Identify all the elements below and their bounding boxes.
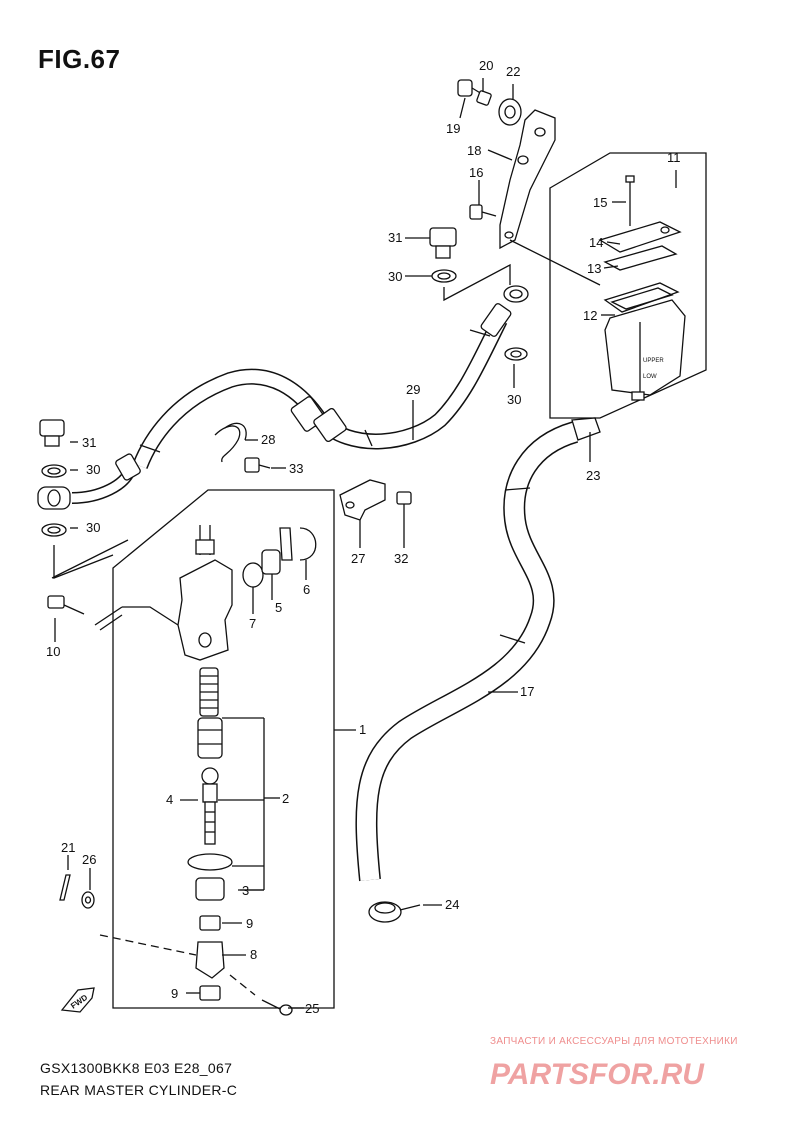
- master-cylinder-body: [177, 559, 233, 661]
- callout-30-mid: 30: [507, 392, 521, 407]
- reservoir-bracket: [499, 109, 556, 250]
- callout-30-left-b: 30: [86, 520, 100, 535]
- callout-30-upper: 30: [388, 269, 402, 284]
- callout-11: 11: [667, 150, 681, 165]
- callout-24: 24: [445, 897, 459, 912]
- callout-30-left-a: 30: [86, 462, 100, 477]
- callout-9-upper: 9: [246, 916, 253, 931]
- callout-1: 1: [359, 722, 366, 737]
- callout-6: 6: [303, 582, 310, 597]
- reservoir-upper-mark: UPPER: [643, 358, 664, 364]
- callout-12: 12: [583, 308, 597, 323]
- callout-10: 10: [46, 644, 60, 659]
- watermark-caption: ЗАПЧАСТИ И АКСЕССУАРЫ ДЛЯ МОТОТЕХНИКИ: [490, 1036, 738, 1047]
- callout-31-left: 31: [82, 435, 96, 450]
- model-code: GSX1300BKK8 E03 E28_067: [40, 1060, 233, 1076]
- callout-9-lower: 9: [171, 986, 178, 1001]
- callout-26: 26: [82, 852, 96, 867]
- callout-8: 8: [250, 947, 257, 962]
- figure-title: FIG.67: [38, 44, 121, 74]
- fwd-arrow-icon: [60, 987, 95, 1013]
- svg-text:PARTSFOR.RU: PARTSFOR.RU: [490, 1058, 705, 1090]
- callout-2: 2: [282, 791, 289, 806]
- callout-17: 17: [520, 684, 534, 699]
- callout-29: 29: [406, 382, 420, 397]
- callout-22: 22: [506, 64, 520, 79]
- callout-21: 21: [61, 840, 75, 855]
- callout-31-upper: 31: [388, 230, 402, 245]
- callout-25: 25: [305, 1001, 319, 1016]
- watermark-logo: PARTSFOR.RU: [490, 1058, 705, 1090]
- callout-5: 5: [275, 600, 282, 615]
- callout-18: 18: [467, 143, 481, 158]
- callout-28: 28: [261, 432, 275, 447]
- piston: [197, 717, 223, 759]
- callout-32: 32: [394, 551, 408, 566]
- callout-14: 14: [589, 235, 603, 250]
- callout-20: 20: [479, 58, 493, 73]
- clevis: [195, 941, 225, 979]
- callout-15: 15: [593, 195, 607, 210]
- reservoir-body: [604, 299, 686, 396]
- callout-7: 7: [249, 616, 256, 631]
- callout-13: 13: [587, 261, 601, 276]
- callout-27: 27: [351, 551, 365, 566]
- callout-19: 19: [446, 121, 460, 136]
- reservoir-lower-mark: LOW: [643, 374, 657, 380]
- reservoir-group-outline: [549, 152, 707, 419]
- hose-clamp: [214, 425, 241, 463]
- callout-4: 4: [166, 792, 173, 807]
- callout-16: 16: [469, 165, 483, 180]
- callout-3: 3: [242, 883, 249, 898]
- section-name: REAR MASTER CYLINDER-C: [40, 1082, 238, 1098]
- callout-33: 33: [289, 461, 303, 476]
- callout-labels: 1 2 3 4 5 6 7 8 9 9 10 11 12 13 14 15 16…: [46, 58, 681, 1016]
- callout-23: 23: [586, 468, 600, 483]
- master-cylinder-group-outline: [112, 489, 335, 1009]
